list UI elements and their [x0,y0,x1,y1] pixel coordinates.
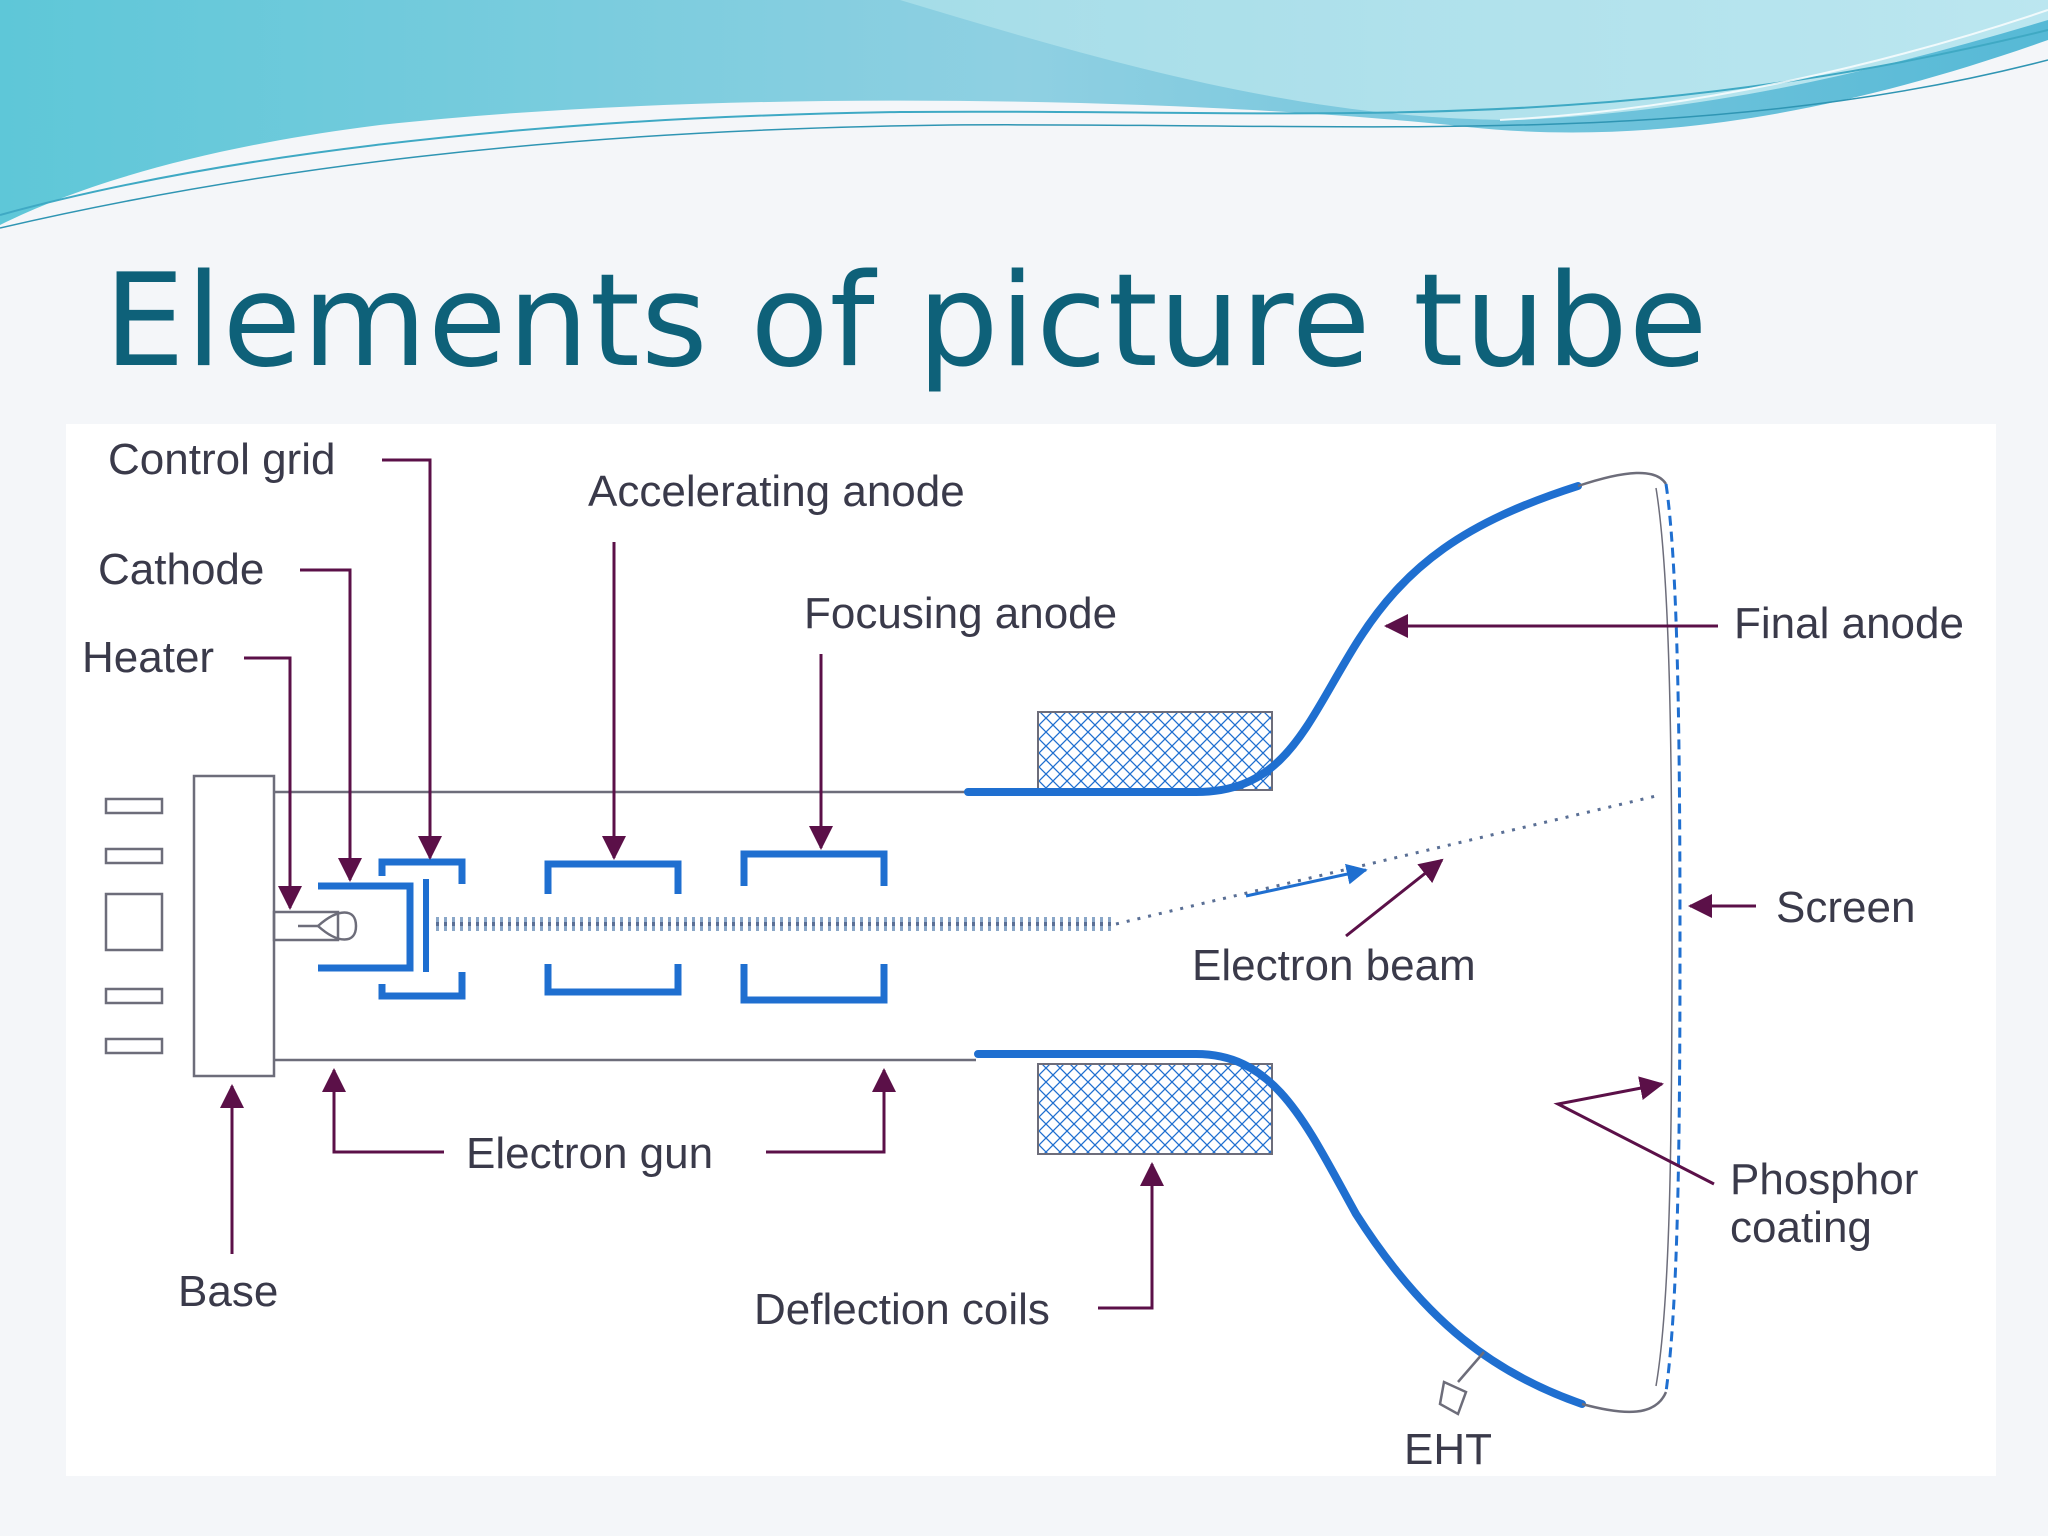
heater-cathode-assembly [272,882,414,972]
eht-connector [1438,1351,1485,1416]
label-deflection-coils: Deflection coils [754,1285,1050,1334]
base-pins [104,797,164,1055]
picture-tube-diagram: Control grid Cathode Heater Accelerating… [82,435,1964,1474]
phosphor-coating [1655,487,1673,1387]
base-block [192,774,276,1078]
page-title: Elements of picture tube [104,247,1709,396]
screen [1664,483,1682,1393]
label-electron-gun: Electron gun [466,1129,713,1178]
deflection-coil-top [1037,711,1273,791]
label-heater: Heater [82,633,214,682]
leader-lines [220,458,1756,1310]
label-cathode: Cathode [98,545,264,594]
label-final-anode: Final anode [1734,599,1964,648]
label-control-grid: Control grid [108,435,335,484]
final-anode-bottom [974,1050,1586,1408]
focusing-anode-electrode [740,850,888,1004]
label-accelerating-anode: Accelerating anode [588,467,965,516]
label-screen: Screen [1776,883,1915,932]
bulb-outline-bottom [1581,1391,1668,1414]
label-eht: EHT [1404,1425,1492,1474]
label-focusing-anode: Focusing anode [804,589,1117,638]
bulb-outline-top [1577,471,1668,488]
label-electron-beam: Electron beam [1192,941,1476,990]
label-phosphor-line1: Phosphor [1730,1155,1918,1204]
control-grid-electrode [378,858,466,1000]
final-anode-top [964,482,1582,796]
electron-beam [436,794,1657,931]
accelerating-anode-electrode [544,860,682,996]
label-base: Base [178,1267,278,1316]
deflection-coil-bottom [1037,1063,1273,1155]
label-phosphor-line2: coating [1730,1203,1872,1252]
header-wave-decoration [0,0,2048,229]
